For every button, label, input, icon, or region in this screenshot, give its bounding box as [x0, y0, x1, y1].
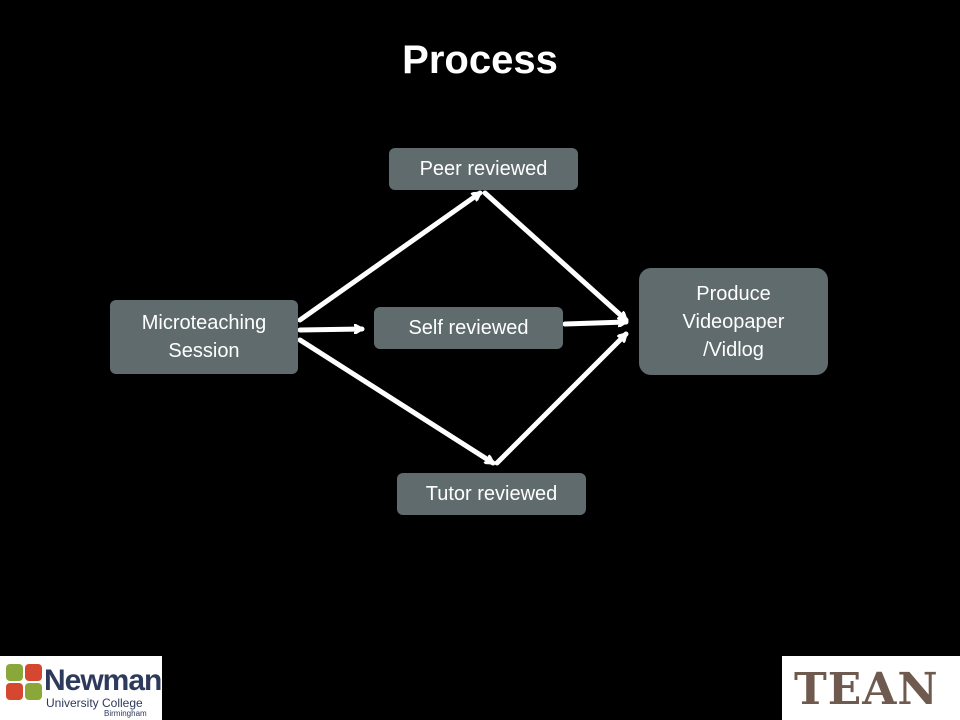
node-tutor-reviewed: Tutor reviewed	[397, 473, 586, 515]
newman-logo: Newman University College Birmingham	[0, 656, 162, 720]
node-produce-videopaper: Produce Videopaper /Vidlog	[639, 268, 828, 375]
node-microteaching-session: Microteaching Session	[110, 300, 298, 374]
node-self-reviewed: Self reviewed	[374, 307, 563, 349]
slide-title: Process	[402, 38, 558, 82]
newman-emblem-icon	[6, 664, 42, 700]
node-peer-reviewed: Peer reviewed	[389, 148, 578, 190]
tean-logo-text: TEAN	[794, 664, 939, 715]
arrow-micro-to-peer	[297, 190, 483, 323]
tean-logo: TEAN	[782, 656, 960, 720]
arrow-tutor-to-produce	[494, 331, 629, 466]
arrow-micro-to-self	[297, 329, 365, 330]
arrow-self-to-produce	[562, 322, 629, 324]
newman-logo-line2: Birmingham	[104, 709, 147, 718]
newman-logo-name: Newman	[44, 664, 162, 697]
arrow-peer-to-produce	[482, 190, 629, 323]
newman-logo-line1: University College	[46, 696, 143, 710]
arrow-micro-to-tutor	[297, 337, 496, 466]
